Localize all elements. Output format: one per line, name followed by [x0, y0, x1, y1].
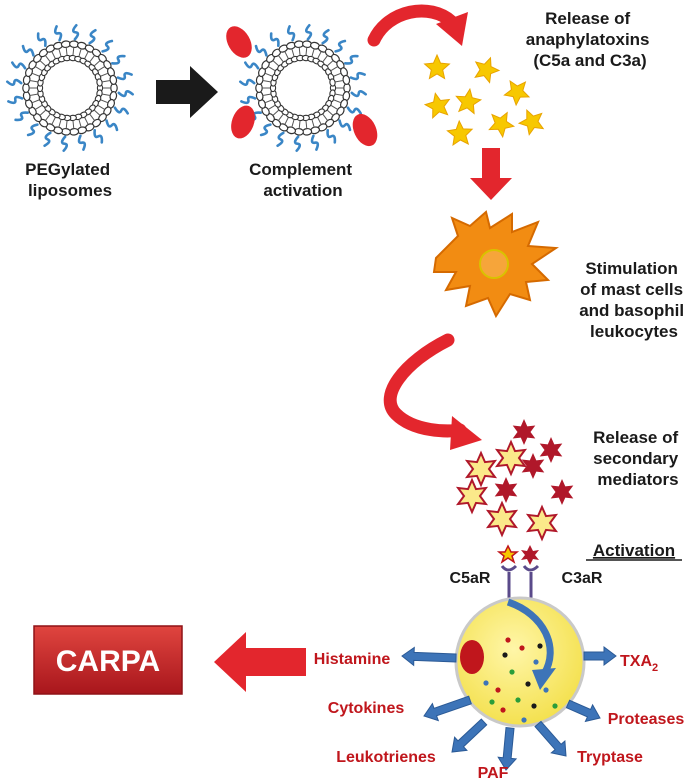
tryptase-label: Tryptase — [577, 749, 643, 766]
c3ar-label: C3aR — [562, 570, 603, 587]
activation-label: Activation — [593, 541, 675, 560]
pegylated-liposome — [5, 23, 134, 152]
anaphylatoxins-label: Release of anaphylatoxins (C5a and C3a) — [526, 9, 655, 70]
carpa-box — [33, 625, 183, 695]
curved-arrow-middle — [383, 333, 482, 450]
red-arrow-left — [214, 632, 306, 692]
paf-label: PAF — [478, 765, 509, 782]
red-arrow-down — [470, 148, 512, 200]
stimulation-line-1: Stimulation — [585, 259, 678, 278]
histamine-label: Histamine — [314, 651, 391, 668]
secondary-line-1: Release of — [593, 428, 678, 447]
activated-liposome — [226, 23, 378, 152]
mast-cell — [432, 210, 559, 319]
pegylated-line-2: liposomes — [28, 181, 112, 200]
stimulation-line-3: and basophil — [579, 301, 684, 320]
cytokines-label: Cytokines — [328, 700, 405, 717]
txa2-base: TXA — [620, 653, 652, 670]
txa2-subscript: 2 — [652, 662, 658, 674]
anaphylatoxin-stars — [423, 53, 545, 147]
complement-line-2: activation — [263, 181, 342, 200]
anaphylatoxins-line-3: (C5a and C3a) — [533, 51, 646, 70]
proteases-label: Proteases — [608, 711, 685, 728]
stimulation-label: Stimulation of mast cells and basophil l… — [579, 259, 689, 341]
secondary-line-3: mediators — [597, 470, 678, 489]
complement-activation-label: Complement activation — [249, 160, 357, 200]
secondary-mediators-label: Release of secondary mediators — [593, 428, 683, 489]
c5ar-label: C5aR — [450, 570, 491, 587]
activated-mast-cell — [454, 596, 586, 728]
carpa-label: CARPA — [56, 645, 160, 678]
leukotrienes-label: Leukotrienes — [336, 749, 436, 766]
secondary-mediator-stars — [455, 419, 574, 542]
curved-arrow-top — [367, 4, 468, 47]
stimulation-line-2: of mast cells — [580, 280, 683, 299]
stimulation-line-4: leukocytes — [590, 322, 678, 341]
complement-line-1: Complement — [249, 160, 352, 179]
black-arrow — [156, 66, 218, 118]
anaphylatoxins-line-1: Release of — [545, 9, 630, 28]
mediator-release-arrows — [401, 646, 617, 771]
anaphylatoxins-line-2: anaphylatoxins — [526, 30, 650, 49]
pegylated-liposomes-label: PEGylated liposomes — [25, 160, 115, 200]
txa2-label: TXA2 — [620, 653, 658, 674]
receptors — [496, 544, 540, 602]
secondary-line-2: secondary — [593, 449, 679, 468]
pegylated-line-1: PEGylated — [25, 160, 110, 179]
